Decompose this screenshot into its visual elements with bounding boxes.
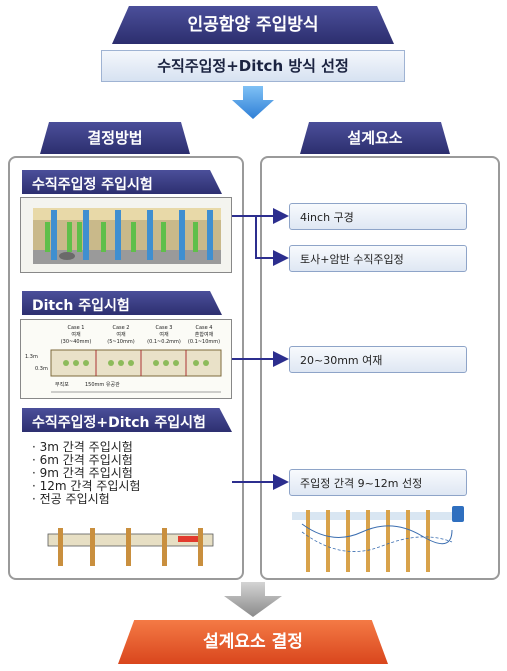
down-arrow-icon [232, 86, 274, 119]
ditch-diagram: Case 1 여재 (30~40mm) Case 2 여재 (5~10mm) C… [20, 319, 232, 399]
section-ditch-title: Ditch 주입시험 [32, 298, 130, 314]
ditch-height-inner: 0.3m [35, 366, 48, 372]
title-tag: 인공함양 주입방식 [112, 6, 394, 44]
ditch-case-4-name: 혼합여재 [195, 331, 214, 338]
section-ditch-head: Ditch 주입시험 [22, 291, 222, 315]
section-vertical-well-head: 수직주입정 주입시험 [22, 170, 222, 194]
combined-test-item: · 3m 간격 주입시험 [32, 440, 133, 454]
combined-test-item: · 전공 주입시험 [32, 492, 110, 506]
subtitle-bar: 수직주입정+Ditch 방식 선정 [101, 50, 405, 82]
section-combined-head: 수직주입정+Ditch 주입시험 [22, 408, 232, 432]
combined-test-item: · 6m 간격 주입시험 [32, 453, 133, 467]
gray-down-arrow-icon [224, 582, 282, 617]
ditch-case-3-label: Case 3 [155, 325, 172, 331]
result-text: 토사+암반 수직주입정 [300, 252, 404, 266]
left-column-tag: 결정방법 [40, 122, 190, 154]
right-column-title: 설계요소 [347, 129, 403, 147]
ditch-case-2-range: (5~10mm) [107, 339, 134, 345]
combined-section-diagram [28, 514, 224, 570]
subtitle-text: 수직주입정+Ditch 방식 선정 [157, 57, 349, 75]
page-title: 인공함양 주입방식 [187, 15, 319, 35]
ditch-pipe-dia: 150mm 유공관 [85, 381, 120, 388]
ditch-height-outer: 1.3m [25, 354, 38, 360]
combined-test-list: · 3m 간격 주입시험 · 6m 간격 주입시험 · 9m 간격 주입시험 ·… [32, 441, 222, 506]
result-text: 20~30mm 여재 [300, 353, 383, 367]
combined-test-item: · 12m 간격 주입시험 [32, 479, 141, 493]
ditch-case-1-label: Case 1 [67, 325, 84, 331]
well-spacing-diagram [292, 502, 470, 574]
ditch-case-3-range: (0.1~0.2mm) [147, 339, 181, 345]
result-text: 주입정 간격 9~12m 선정 [300, 476, 423, 490]
ditch-case-4-range: (0.1~10mm) [188, 339, 220, 345]
ditch-case-2-label: Case 2 [112, 325, 129, 331]
combined-test-item: · 9m 간격 주입시험 [32, 466, 133, 480]
right-column-tag: 설계요소 [300, 122, 450, 154]
section-combined-title: 수직주입정+Ditch 주입시험 [32, 415, 206, 431]
footer-tag: 설계요소 결정 [118, 620, 388, 664]
result-text: 4inch 구경 [300, 210, 354, 224]
vertical-well-diagram [20, 197, 232, 273]
ditch-case-3-name: 여재 [159, 331, 169, 338]
section-vertical-well-title: 수직주입정 주입시험 [32, 177, 153, 193]
ditch-case-2-name: 여재 [116, 331, 126, 338]
result-box: 4inch 구경 [289, 203, 467, 230]
footer-label: 설계요소 결정 [203, 632, 303, 652]
result-box: 주입정 간격 9~12m 선정 [289, 469, 467, 496]
result-box: 20~30mm 여재 [289, 346, 467, 373]
result-box: 토사+암반 수직주입정 [289, 245, 467, 272]
ditch-case-4-label: Case 4 [195, 325, 212, 331]
left-column-title: 결정방법 [87, 129, 143, 147]
ditch-case-1-name: 여재 [71, 331, 81, 338]
ditch-pipe-label: 부직포 [55, 381, 69, 388]
ditch-case-1-range: (30~40mm) [61, 339, 92, 345]
